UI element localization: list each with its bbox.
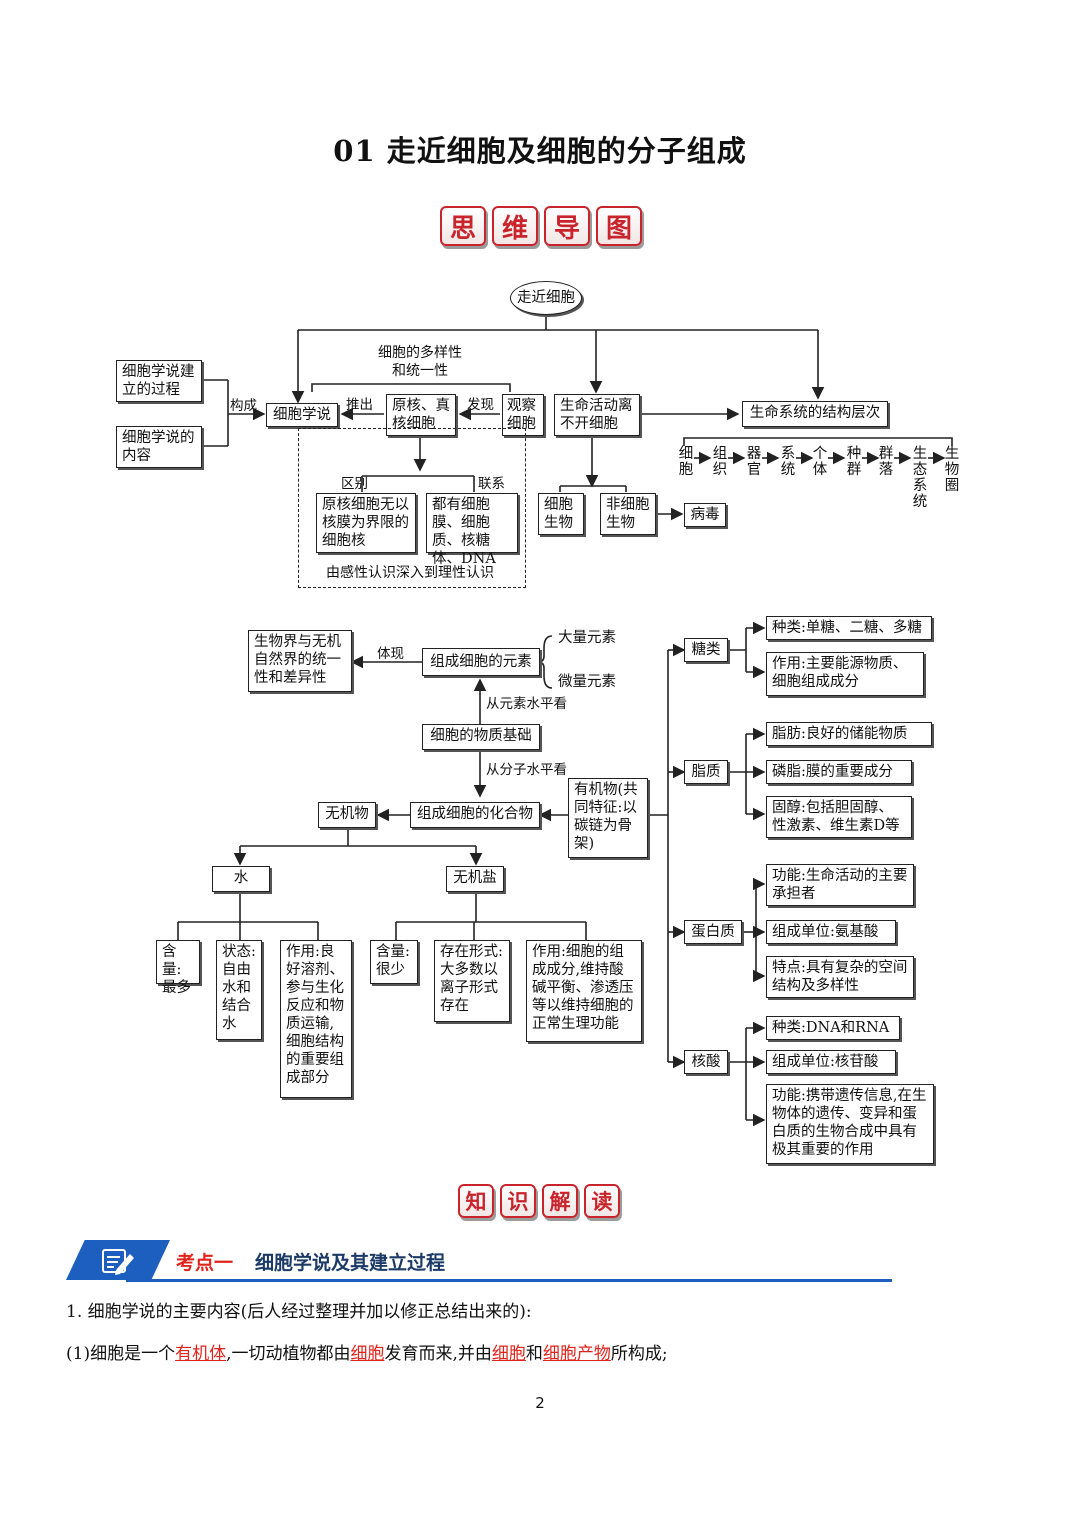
section-title-text: 细胞学说及其建立过程 bbox=[255, 1252, 446, 1274]
micro-elements-label: 微量元素 bbox=[558, 674, 616, 690]
water-function-box: 作用:良好溶剂、参与生化反应和物质运输,细胞结构的重要组成部分 bbox=[280, 940, 352, 1098]
na-function-box: 功能:携带遗传信息,在生物体的遗传、变异和蛋白质的生物合成中具有极其重要的作用 bbox=[766, 1084, 934, 1164]
material-basis-box: 细胞的物质基础 bbox=[422, 724, 540, 750]
salt-content-box: 含量:很少 bbox=[370, 940, 418, 984]
discover-label: 发现 bbox=[467, 397, 494, 413]
badge-char: 维 bbox=[492, 206, 538, 246]
inorganic-box: 无机物 bbox=[318, 802, 376, 828]
answer-cell: 细胞 bbox=[350, 1344, 385, 1364]
section-rule bbox=[126, 1279, 892, 1282]
water-content-box: 含量:最多 bbox=[156, 940, 200, 996]
perceptual-dashed-frame bbox=[298, 428, 526, 588]
from-molecule-level-label: 从分子水平看 bbox=[486, 762, 567, 778]
section-header: 考点一细胞学说及其建立过程 bbox=[66, 1240, 896, 1284]
na-kinds-box: 种类:DNA和RNA bbox=[766, 1016, 900, 1040]
nucleic-acid-box: 核酸 bbox=[684, 1050, 728, 1074]
notepad-pencil-icon bbox=[102, 1249, 134, 1275]
phospholipid-box: 磷脂:膜的重要成分 bbox=[766, 760, 912, 784]
level-individual: 个体 bbox=[812, 446, 828, 478]
protein-feature-box: 特点:具有复杂的空间结构及多样性 bbox=[766, 956, 914, 998]
embody-label: 体现 bbox=[377, 646, 404, 662]
level-system: 系统 bbox=[780, 446, 796, 478]
badge-char: 知 bbox=[458, 1184, 494, 1218]
cell-theory-process-box: 细胞学说建立的过程 bbox=[116, 360, 202, 402]
connection-label: 联系 bbox=[478, 476, 505, 492]
sugar-function-box: 作用:主要能源物质、细胞组成成分 bbox=[766, 652, 924, 696]
compounds-box: 组成细胞的化合物 bbox=[410, 802, 540, 828]
noncellular-organisms-box: 非细胞生物 bbox=[600, 493, 656, 535]
cell-theory-content-box: 细胞学说的内容 bbox=[116, 426, 202, 468]
mindmap-badge-group: 思 维 导 图 bbox=[440, 206, 642, 246]
perceptual-label: 由感性认识深入到理性认识 bbox=[326, 565, 494, 581]
badge-char: 读 bbox=[584, 1184, 620, 1218]
inorganic-salt-box: 无机盐 bbox=[446, 866, 504, 892]
life-system-levels-box: 生命系统的结构层次 bbox=[742, 401, 888, 427]
protein-function-box: 功能:生命活动的主要承担者 bbox=[766, 864, 914, 906]
constitute-label: 构成 bbox=[230, 398, 257, 414]
cell-theory-box: 细胞学说 bbox=[266, 403, 338, 427]
water-state-box: 状态:自由水和结合水 bbox=[216, 940, 262, 1040]
paragraph-2: (1)细胞是一个有机体,一切动植物都由细胞发育而来,并由细胞和细胞产物所构成; bbox=[66, 1339, 668, 1364]
paragraph-1: 1. 细胞学说的主要内容(后人经过整理并加以修正总结出来的): bbox=[66, 1302, 532, 1322]
water-box: 水 bbox=[212, 866, 270, 892]
badge-char: 图 bbox=[596, 206, 642, 246]
elements-box: 组成细胞的元素 bbox=[422, 648, 540, 676]
knowledge-badge-group: 知 识 解 读 bbox=[458, 1184, 620, 1218]
difference-label: 区别 bbox=[341, 476, 368, 492]
level-cell: 细胞 bbox=[678, 446, 694, 478]
section-title: 考点一细胞学说及其建立过程 bbox=[176, 1248, 445, 1275]
kaodian-label: 考点一 bbox=[176, 1252, 234, 1274]
text-run: 发育而来,并由 bbox=[384, 1344, 492, 1364]
from-element-level-label: 从元素水平看 bbox=[486, 696, 567, 712]
difference-box: 原核细胞无以核膜为界限的细胞核 bbox=[316, 493, 416, 553]
derive-label: 推出 bbox=[346, 397, 373, 413]
connection-box: 都有细胞膜、细胞质、核糖体、DNA bbox=[426, 493, 518, 567]
text-run: 和 bbox=[525, 1344, 543, 1364]
page-title: 01 走近细胞及细胞的分子组成 bbox=[333, 134, 747, 168]
text-run: (1)细胞是一个 bbox=[66, 1344, 176, 1364]
text-run: 所构成; bbox=[610, 1344, 668, 1364]
level-biosphere: 生物圈 bbox=[944, 446, 960, 494]
protein-unit-box: 组成单位:氨基酸 bbox=[766, 920, 896, 944]
answer-organism: 有机体 bbox=[175, 1344, 227, 1364]
fat-box: 脂肪:良好的储能物质 bbox=[766, 722, 932, 746]
answer-cell-product: 细胞产物 bbox=[542, 1344, 611, 1364]
sterol-box: 固醇:包括胆固醇、性激素、维生素D等 bbox=[766, 796, 912, 838]
level-tissue: 组织 bbox=[712, 446, 728, 478]
level-ecosystem: 生态系统 bbox=[912, 446, 928, 510]
level-organ: 器官 bbox=[746, 446, 762, 478]
na-unit-box: 组成单位:核苷酸 bbox=[766, 1050, 896, 1074]
badge-char: 思 bbox=[440, 206, 486, 246]
organic-box: 有机物(共同特征:以碳链为骨架) bbox=[568, 778, 648, 858]
cellular-organisms-box: 细胞生物 bbox=[538, 493, 584, 535]
virus-box: 病毒 bbox=[684, 503, 726, 527]
protein-box: 蛋白质 bbox=[684, 920, 742, 944]
answer-cell-2: 细胞 bbox=[491, 1344, 526, 1364]
life-needs-cells-box: 生命活动离不开细胞 bbox=[554, 394, 640, 436]
badge-char: 导 bbox=[544, 206, 590, 246]
lipid-box: 脂质 bbox=[684, 760, 728, 784]
text-run: ,一切动植物都由 bbox=[226, 1344, 351, 1364]
diversity-unity-label: 细胞的多样性和统一性 bbox=[378, 345, 462, 379]
page-number: 2 bbox=[535, 1394, 545, 1412]
level-population: 种群 bbox=[846, 446, 862, 478]
unity-difference-box: 生物界与无机自然界的统一性和差异性 bbox=[248, 630, 352, 692]
sugar-kinds-box: 种类:单糖、二糖、多糖 bbox=[766, 616, 932, 640]
level-community: 群落 bbox=[878, 446, 894, 478]
salt-form-box: 存在形式:大多数以离子形式存在 bbox=[434, 940, 510, 1022]
badge-char: 识 bbox=[500, 1184, 536, 1218]
salt-function-box: 作用:细胞的组成成分,维持酸碱平衡、渗透压等以维持细胞的正常生理功能 bbox=[526, 940, 642, 1042]
root-node: 走近细胞 bbox=[510, 281, 582, 315]
badge-char: 解 bbox=[542, 1184, 578, 1218]
sugar-box: 糖类 bbox=[684, 638, 728, 662]
macro-elements-label: 大量元素 bbox=[558, 630, 616, 646]
